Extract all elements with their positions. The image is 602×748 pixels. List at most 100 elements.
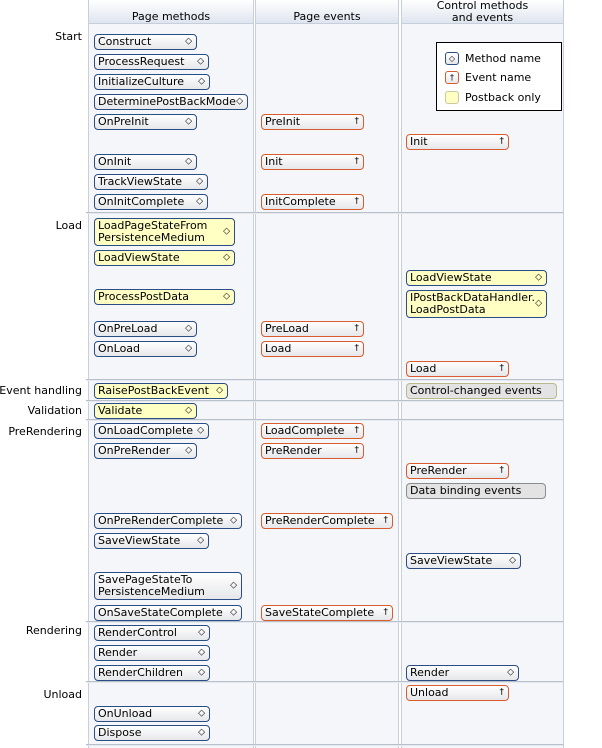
diamond-icon: ◇: [198, 727, 205, 738]
legend-postback-label: Postback only: [465, 91, 541, 104]
save-view-state-method: SaveViewState◇: [94, 533, 209, 549]
control-render-method: Render◇: [406, 665, 519, 681]
diamond-icon: ◇: [198, 647, 205, 658]
diamond-icon: ◇: [196, 196, 203, 207]
phase-event-handling: Event handling: [0, 384, 82, 397]
save-page-state-line1: SavePageStateTo: [98, 573, 193, 586]
separator-rendering: [86, 621, 563, 623]
separator-prerendering: [86, 419, 563, 421]
dispose-method: Dispose◇: [94, 725, 210, 741]
load-page-state-line1: LoadPageStateFrom: [98, 219, 208, 232]
diamond-icon: ◇: [198, 627, 205, 638]
diamond-icon: ◇: [535, 272, 542, 283]
control-header-line1: Control methods: [436, 0, 529, 12]
dagger-icon: †: [354, 425, 360, 436]
save-page-state-method: SavePageStateTo PersistenceMedium ◇: [94, 572, 242, 600]
dagger-icon: †: [499, 687, 505, 698]
diamond-icon: ◇: [197, 535, 204, 546]
diamond-icon: ◇: [216, 385, 223, 396]
save-page-state-line2: PersistenceMedium: [98, 585, 205, 598]
phase-unload: Unload: [43, 688, 82, 701]
phase-load: Load: [55, 219, 82, 232]
diamond-icon: ◇: [448, 54, 456, 63]
legend-postback-swatch: [445, 91, 459, 104]
diamond-icon: ◇: [236, 96, 243, 107]
dagger-icon: †: [450, 73, 454, 82]
raise-postback-event-method: RaisePostBackEvent◇: [94, 383, 228, 399]
init-complete-event: InitComplete†: [261, 194, 364, 210]
diamond-icon: ◇: [230, 515, 237, 526]
pre-render-event: PreRender†: [261, 443, 364, 459]
dagger-icon: †: [354, 116, 360, 127]
dagger-icon: †: [354, 156, 360, 167]
control-load-view-state-method: LoadViewState◇: [406, 270, 547, 286]
load-page-state-line2: PersistenceMedium: [98, 231, 205, 244]
render-method: Render◇: [94, 645, 210, 661]
diamond-icon: ◇: [507, 667, 514, 678]
control-load-post-data-line2: LoadPostData: [410, 303, 486, 316]
dagger-icon: †: [354, 445, 360, 456]
legend-method-swatch: ◇: [445, 52, 459, 65]
dagger-icon: †: [383, 515, 389, 526]
on-pre-render-method: OnPreRender◇: [94, 443, 197, 459]
on-save-state-complete-method: OnSaveStateComplete◇: [94, 605, 242, 621]
pre-init-event: PreInit†: [261, 114, 364, 130]
load-complete-event: LoadComplete†: [261, 423, 364, 439]
diamond-icon: ◇: [223, 252, 230, 263]
legend-event-swatch: †: [445, 71, 459, 84]
separator-unload: [86, 681, 563, 683]
load-event: Load†: [261, 341, 364, 357]
control-changed-events: Control-changed events: [406, 383, 557, 399]
legend: ◇ Method name † Event name Postback only: [436, 42, 562, 111]
legend-method-label: Method name: [465, 52, 541, 65]
data-binding-events: Data binding events: [406, 483, 546, 499]
dagger-icon: †: [499, 363, 505, 374]
control-pre-render-event: PreRender†: [406, 463, 509, 479]
phase-prerendering: PreRendering: [8, 425, 82, 438]
on-pre-load-method: OnPreLoad◇: [94, 321, 197, 337]
control-load-post-data-line1: IPostBackDataHandler.: [410, 291, 536, 304]
diamond-icon: ◇: [223, 226, 230, 237]
on-init-method: OnInit◇: [94, 154, 197, 170]
pre-load-event: PreLoad†: [261, 321, 364, 337]
track-view-state-method: TrackViewState◇: [94, 174, 208, 190]
dagger-icon: †: [354, 323, 360, 334]
diamond-icon: ◇: [230, 607, 237, 618]
on-pre-render-complete-method: OnPreRenderComplete◇: [94, 513, 242, 529]
diamond-icon: ◇: [230, 580, 237, 591]
control-unload-event: Unload†: [406, 685, 509, 701]
diamond-icon: ◇: [198, 76, 205, 87]
separator-validation: [86, 400, 563, 402]
determine-postback-mode-method: DeterminePostBackMode◇: [94, 94, 248, 110]
diamond-icon: ◇: [185, 445, 192, 456]
phase-validation: Validation: [27, 404, 82, 417]
diamond-icon: ◇: [185, 405, 192, 416]
page-events-header: Page events: [256, 0, 398, 24]
render-children-method: RenderChildren◇: [94, 665, 210, 681]
diamond-icon: ◇: [197, 425, 204, 436]
control-init-event: Init†: [406, 134, 509, 150]
page-methods-header: Page methods: [89, 0, 253, 24]
validate-method: Validate◇: [94, 403, 197, 419]
dagger-icon: †: [354, 196, 360, 207]
control-load-event: Load†: [406, 361, 509, 377]
diamond-icon: ◇: [185, 323, 192, 334]
diamond-icon: ◇: [197, 56, 204, 67]
phase-rendering: Rendering: [25, 624, 82, 637]
control-header-line2: and events: [451, 11, 514, 24]
diamond-icon: ◇: [535, 298, 542, 309]
on-init-complete-method: OnInitComplete◇: [94, 194, 208, 210]
on-load-method: OnLoad◇: [94, 341, 197, 357]
diamond-icon: ◇: [198, 708, 205, 719]
on-pre-init-method: OnPreInit◇: [94, 114, 197, 130]
load-page-state-method: LoadPageStateFrom PersistenceMedium ◇: [94, 218, 235, 246]
init-event: Init†: [261, 154, 364, 170]
diamond-icon: ◇: [185, 156, 192, 167]
diamond-icon: ◇: [198, 667, 205, 678]
save-state-complete-event: SaveStateComplete†: [261, 605, 393, 621]
diamond-icon: ◇: [185, 343, 192, 354]
legend-event-label: Event name: [465, 71, 532, 84]
dagger-icon: †: [383, 607, 389, 618]
page-events-column: [255, 0, 399, 748]
control-header: Control methods and events: [402, 0, 563, 24]
